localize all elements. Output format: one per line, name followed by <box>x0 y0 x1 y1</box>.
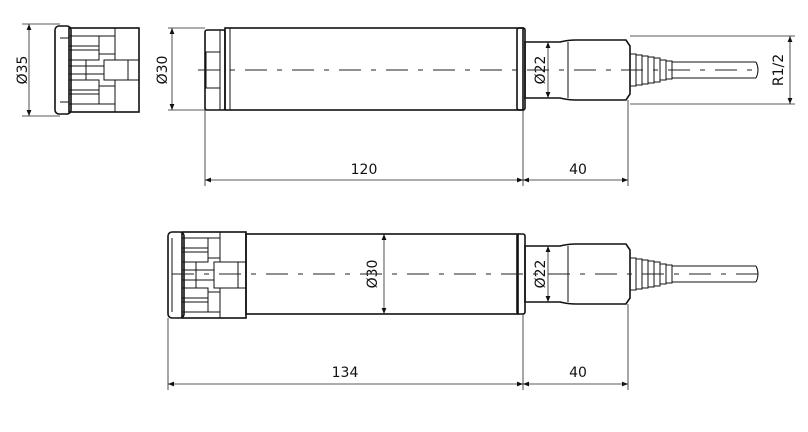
top-nose <box>524 39 631 101</box>
top-cable-gland <box>629 53 759 87</box>
bottom-nose <box>524 243 631 305</box>
top-body-diameter-label: Ø30 <box>155 56 171 85</box>
end-view: Ø35 <box>15 23 140 117</box>
top-tube <box>224 27 524 111</box>
thread-label: R1/2 <box>771 54 787 86</box>
top-side-view: Ø30 Ø22 R1/2 <box>155 27 795 186</box>
bottom-nose-length-label: 40 <box>569 365 587 381</box>
bottom-side-view: Ø30 Ø22 134 40 <box>167 231 760 390</box>
end-cap-body <box>68 27 140 113</box>
top-nose-length-label: 40 <box>569 162 587 178</box>
bottom-body-length-label: 134 <box>332 365 359 381</box>
bottom-nose-diameter-label: Ø22 <box>533 260 549 289</box>
end-diameter-label: Ø35 <box>15 56 31 85</box>
bottom-cap <box>167 231 247 319</box>
top-body-length-label: 120 <box>351 162 378 178</box>
